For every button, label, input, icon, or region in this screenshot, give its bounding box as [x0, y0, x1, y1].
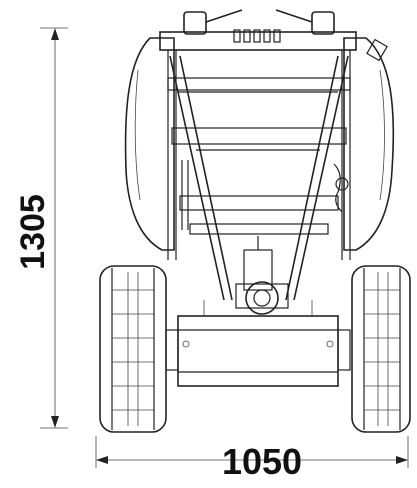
height-arrow-bottom [51, 416, 59, 428]
body-panels [124, 37, 395, 251]
height-label: 1305 [14, 194, 52, 270]
height-arrow-top [51, 28, 59, 40]
controls [183, 9, 388, 62]
rear-plate [165, 300, 351, 387]
machine [99, 9, 411, 433]
height-dimension: 1305 [14, 27, 68, 429]
left-wheel [99, 265, 167, 433]
right-wheel [351, 265, 411, 433]
width-arrow-right [396, 456, 408, 464]
width-arrow-left [96, 456, 108, 464]
width-label: 1050 [222, 441, 302, 482]
center-assembly [181, 160, 349, 315]
cross-bracing [169, 55, 349, 301]
width-dimension: 1050 [95, 436, 409, 482]
